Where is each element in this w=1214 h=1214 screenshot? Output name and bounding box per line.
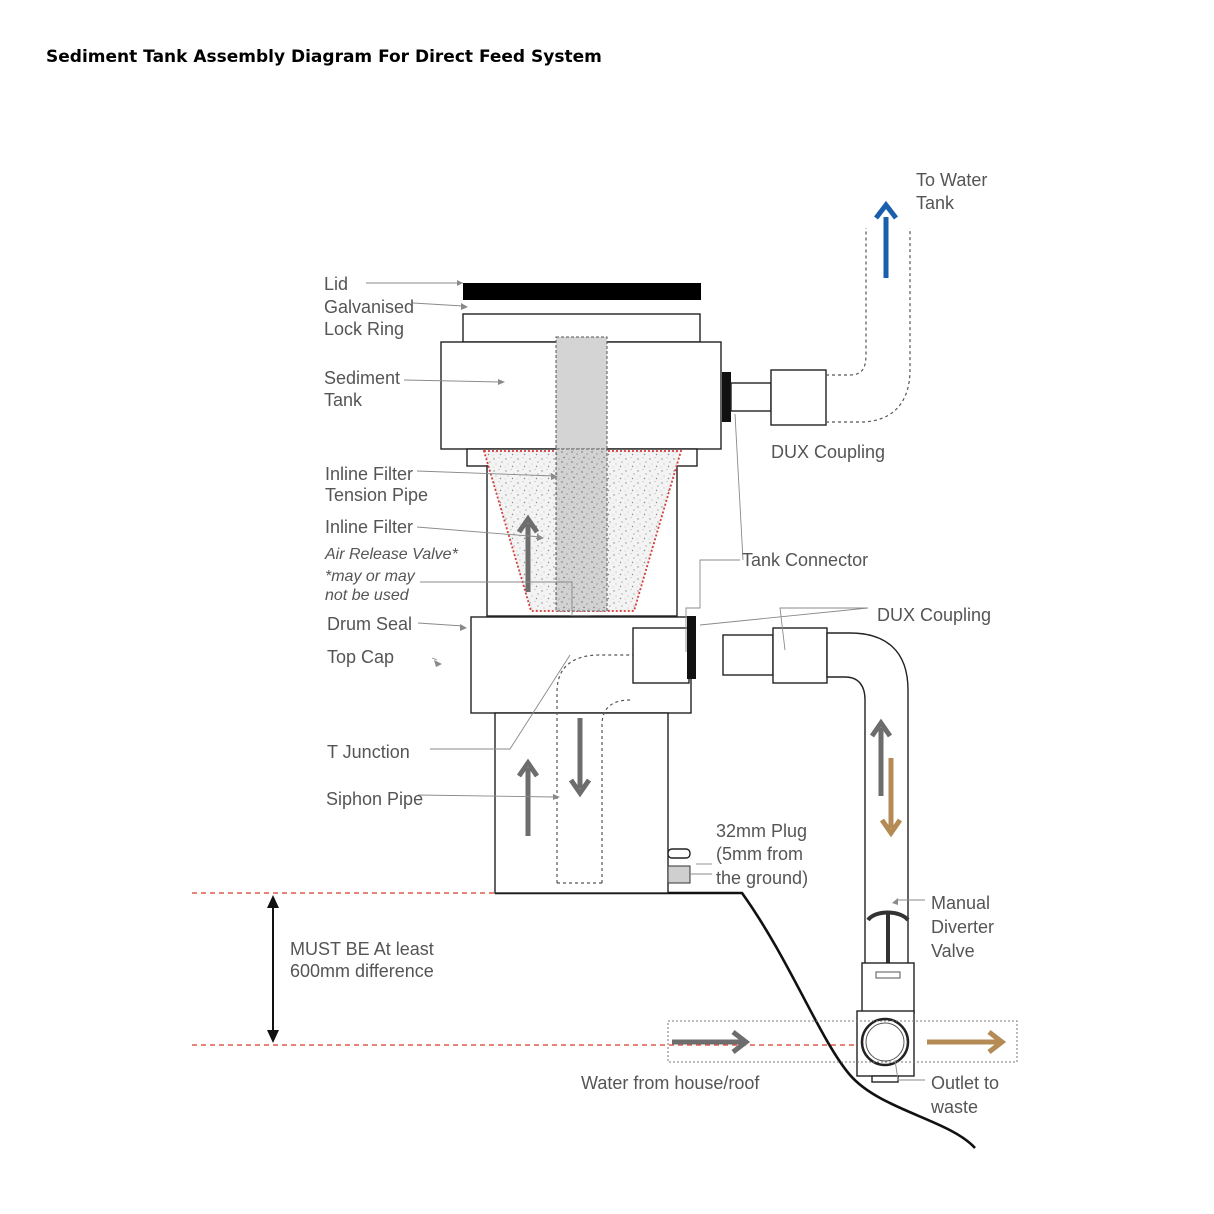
label-to-water-tank-1: To Water [916,170,987,190]
label-tank-connector: Tank Connector [742,550,868,570]
brown-arrow-pipe-down [879,758,903,838]
label-height-note-2: 600mm difference [290,961,434,981]
label-siphon-pipe: Siphon Pipe [326,789,423,809]
blue-flow-arrow [874,200,898,278]
manual-diverter-valve [856,910,915,1083]
grey-arrow-siphon-down [568,718,592,798]
pipe-to-water-tank [826,228,911,423]
label-diverter-valve-3: Valve [931,941,975,961]
tank-connector-seal [687,616,696,679]
dux-coupling-top [770,369,827,426]
label-air-release-valve: Air Release Valve* [324,546,459,563]
lid [463,283,701,300]
label-outlet-2: waste [930,1097,978,1117]
label-to-water-tank-2: Tank [916,193,955,213]
plug-top [667,848,691,859]
label-plug-1: 32mm Plug [716,821,807,841]
diagram-title: Sediment Tank Assembly Diagram For Direc… [46,47,602,67]
label-plug-3: the ground) [716,868,808,888]
upper-tank-connector [722,372,731,422]
label-diverter-valve-2: Diverter [931,917,994,937]
leader-lines [366,280,925,1081]
tension-pipe-upper [555,336,608,450]
label-sediment-tank-1: Sediment [324,368,400,388]
label-dux-coupling-top: DUX Coupling [771,442,885,462]
horizontal-pipe [667,1020,1018,1063]
label-lid: Lid [324,274,348,294]
grey-arrow-drum-up [516,758,540,836]
label-dux-coupling-mid: DUX Coupling [877,605,991,625]
label-inline-filter: Inline Filter [325,517,413,537]
label-drum-seal: Drum Seal [327,614,412,634]
label-lock-ring-1: Galvanised [324,297,414,317]
brown-arrow-outlet [927,1030,1007,1054]
label-diverter-valve-1: Manual [931,893,990,913]
tension-pipe-lower [555,448,608,612]
label-height-note-1: MUST BE At least [290,939,434,959]
label-tension-pipe-2: Tension Pipe [325,485,428,505]
label-outlet-1: Outlet to [931,1073,999,1093]
label-plug-2: (5mm from [716,844,803,864]
grey-arrow-pipe-up [869,718,893,796]
grey-arrow-filter-up [516,514,540,592]
label-air-release-note-1: *may or may [325,568,416,585]
grey-arrow-inlet [672,1030,751,1054]
label-top-cap: Top Cap [327,647,394,667]
ground-slope [495,891,976,1149]
siphon-pipe [556,654,633,884]
label-air-release-note-2: not be used [325,587,410,604]
upper-connector-stub [730,382,772,412]
height-difference-arrow [267,895,279,1043]
label-tension-pipe-1: Inline Filter [325,464,413,484]
dux-coupling-mid [772,627,828,684]
label-sediment-tank-2: Tank [324,390,363,410]
label-water-from-house: Water from house/roof [581,1073,760,1093]
label-t-junction: T Junction [327,742,410,762]
label-lock-ring-2: Lock Ring [324,319,404,339]
plug-32mm [667,865,691,884]
dux-coupling-mid-sleeve [722,634,774,676]
tank-connector-body [632,627,690,684]
